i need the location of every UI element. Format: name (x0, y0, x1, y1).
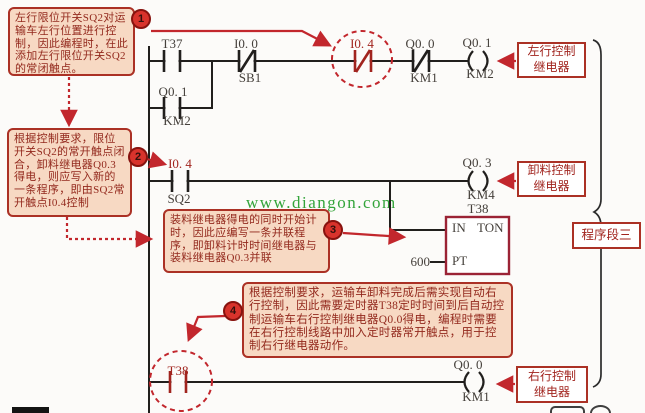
timer-preset-value: 600 (410, 254, 431, 269)
program-segment-label: 程序段三 (572, 222, 641, 249)
unload-relay-callout: 卸料控制 继电器 (517, 161, 586, 197)
black-contacts (162, 49, 431, 192)
km1-nc-contact (411, 49, 431, 73)
timer-ton-label: TON (477, 220, 504, 235)
timer-pt-label: PT (452, 253, 468, 268)
t37-no-contact (162, 50, 182, 72)
note1-arrow (151, 29, 332, 47)
i04-nc-address: I0. 4 (350, 36, 374, 51)
coils (463, 50, 489, 393)
i04-highlight-circle (331, 30, 393, 88)
t38-highlight-circle (149, 350, 213, 412)
note4-arrow (186, 314, 226, 343)
sq2-device: SQ2 (167, 191, 191, 206)
highlighted-contacts (168, 49, 373, 393)
t38-contact-address: T38 (167, 363, 189, 378)
note-3-badge: 3 (323, 220, 343, 240)
note-2-badge: 2 (128, 147, 148, 167)
note-box-3: 装料继电器得电的同时开始计时，因此应编写一条并联程序，即卸料计时时间继电器与装料… (163, 209, 330, 273)
note3-arrow (342, 227, 407, 245)
q03-coil (467, 170, 489, 192)
highlight-circles (149, 30, 393, 412)
km2-parallel-device: KM2 (163, 113, 191, 128)
sq2-no-contact (170, 170, 190, 192)
t38-no-contact-highlighted (168, 371, 188, 393)
q00-nc-address: Q0. 0 (405, 36, 435, 51)
left-relay-line2: 继电器 (533, 60, 570, 74)
watermark-text: www.diangon.com (246, 193, 397, 212)
t37-address: T37 (161, 36, 183, 51)
right-relay-line1: 右行控制 (527, 368, 576, 383)
km2-coil-device: KM2 (466, 66, 494, 81)
note-box-2: 根据控制要求，限位开关SQ2的常开触点闭合，卸料继电器Q0.3得电，则应写入新的… (7, 128, 132, 217)
timer-branch (389, 180, 447, 231)
i04-no-address: I0. 4 (168, 156, 192, 171)
i00-address: I0. 0 (234, 36, 258, 51)
km1-device: KM1 (410, 70, 438, 85)
unload-relay-line2: 继电器 (533, 179, 570, 193)
i04-nc-contact-highlighted (353, 49, 373, 73)
timer-t38-label: T38 (467, 201, 489, 216)
timer-in-label: IN (452, 220, 466, 235)
note-4-badge: 4 (223, 301, 243, 321)
timer-block-outline (444, 215, 511, 276)
q01-coil-address: Q0. 1 (462, 35, 492, 50)
q01-parallel-no-contact (162, 97, 182, 119)
annotation-arrows (60, 29, 516, 393)
right-relay-line2: 继电器 (533, 384, 570, 399)
note2-arrow (146, 151, 168, 169)
bottom-right-artifact-2 (590, 405, 611, 413)
q00-coil (463, 371, 485, 393)
km4-coil-device: KM4 (467, 187, 495, 202)
km1-coil-device: KM1 (462, 389, 490, 404)
note-box-1: 左行限位开关SQ2对运输车左行位置进行控制，因此编程时，在此添加左行限位开关SQ… (8, 7, 135, 76)
q03-coil-address: Q0. 3 (462, 155, 492, 170)
q01-parallel-address: Q0. 1 (158, 84, 188, 99)
left-relay-callout: 左行控制 继电器 (517, 42, 586, 78)
right-relay-callout: 右行控制 继电器 (516, 366, 588, 403)
q00-coil-address: Q0. 0 (453, 357, 483, 372)
unload-relay-line1: 卸料控制 (527, 163, 576, 178)
left-relay-line1: 左行控制 (527, 44, 576, 59)
sb1-nc-contact (237, 49, 257, 73)
note-box-4: 根据控制要求，运输车卸料完成后需实现自动右行控制，因此需要定时器T38定时时间到… (242, 282, 513, 358)
segment-brace (592, 39, 602, 388)
bottom-left-artifact (12, 407, 49, 413)
note-1-badge: 1 (131, 9, 151, 29)
bottom-right-artifact-1 (550, 406, 585, 413)
q01-coil (467, 50, 489, 72)
sb1-device: SB1 (238, 70, 262, 85)
note2-to-note3-connector (65, 217, 154, 248)
